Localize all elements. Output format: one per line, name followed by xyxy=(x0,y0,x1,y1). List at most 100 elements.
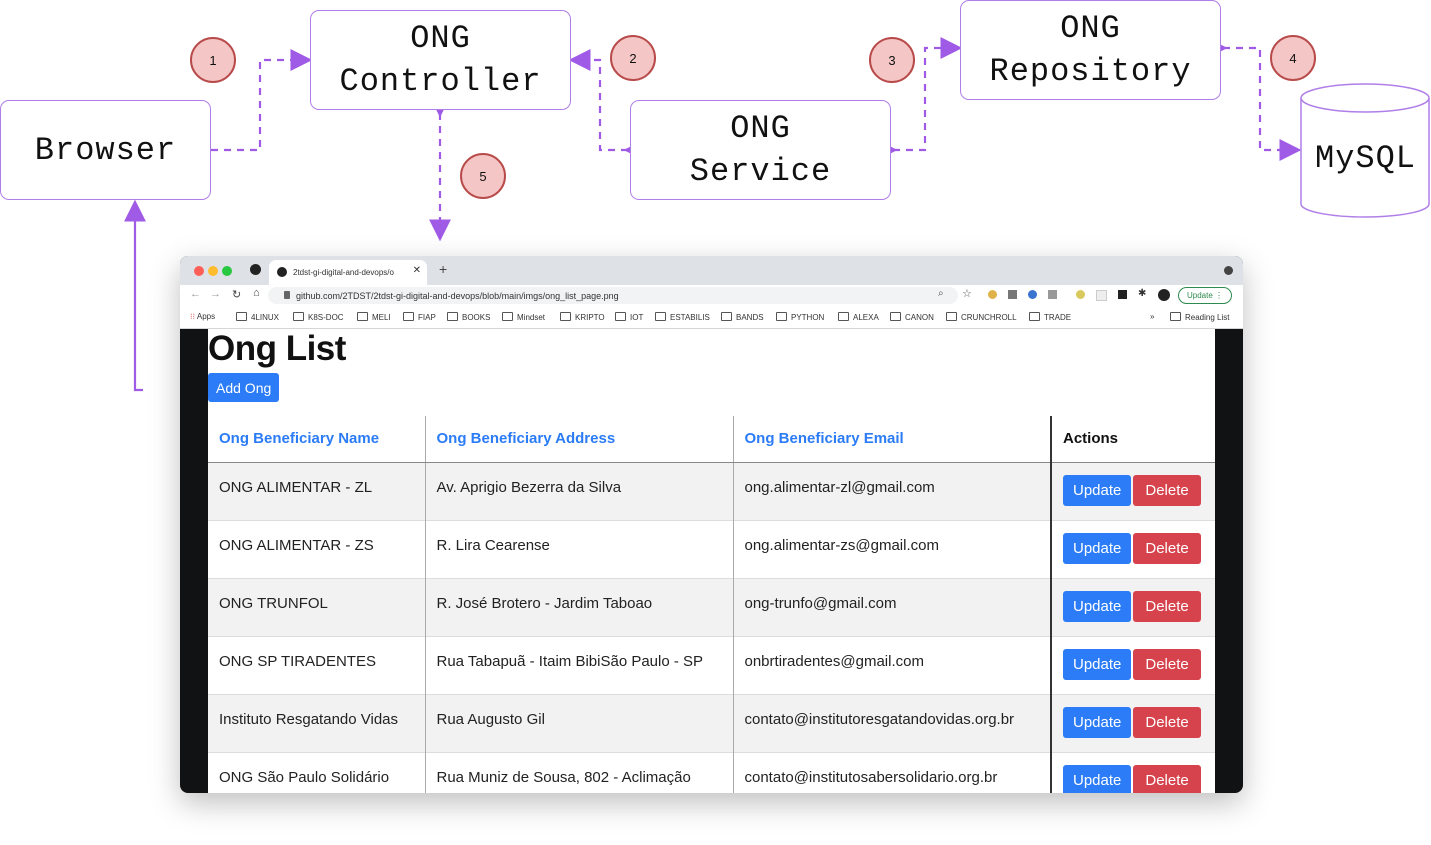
bookmark-item[interactable]: CANON xyxy=(890,312,934,322)
close-window-dot[interactable] xyxy=(194,266,204,276)
step-badge-3: 3 xyxy=(869,37,915,83)
update-button[interactable]: Update xyxy=(1063,590,1132,622)
close-tab-icon[interactable]: ✕ xyxy=(412,265,421,276)
folder-icon xyxy=(403,312,414,321)
minimize-window-dot[interactable] xyxy=(208,266,218,276)
extension-icon[interactable] xyxy=(1118,290,1127,299)
bookmark-item[interactable]: PYTHON xyxy=(776,312,824,322)
extension-icon[interactable] xyxy=(988,290,997,299)
folder-icon xyxy=(655,312,666,321)
ong-name-cell: ONG SP TIRADENTES xyxy=(208,635,426,694)
update-button[interactable]: Update xyxy=(1063,706,1132,738)
browser-window: 2tdst-gi-digital-and-devops/o ✕ + ← → ↻ … xyxy=(180,256,1243,793)
github-pinned-tab-icon[interactable] xyxy=(250,264,261,275)
address-bar[interactable]: github.com/2TDST/2tdst-gi-digital-and-de… xyxy=(268,287,958,304)
ong-email-cell: contato@institutosabersolidario.org.br xyxy=(733,751,1051,793)
column-header[interactable]: Ong Beneficiary Email xyxy=(733,416,1051,463)
update-button[interactable]: Update xyxy=(1063,474,1132,506)
step-badge-4: 4 xyxy=(1270,35,1316,81)
bookmark-item[interactable]: 4LINUX xyxy=(236,312,279,322)
chrome-update-label: Update xyxy=(1187,291,1213,300)
ong-address-cell: R. Lira Cearense xyxy=(425,519,734,578)
delete-button[interactable]: Delete xyxy=(1133,590,1201,622)
browser-node: Browser xyxy=(0,100,211,200)
bookmark-item[interactable]: TRADE xyxy=(1029,312,1071,322)
reading-list[interactable]: Reading List xyxy=(1170,312,1229,322)
back-icon[interactable]: ← xyxy=(190,288,201,300)
extension-icon[interactable] xyxy=(1048,290,1057,299)
update-button[interactable]: Update xyxy=(1063,764,1132,793)
bookmark-item[interactable]: KRIPTO xyxy=(560,312,605,322)
column-header[interactable]: Ong Beneficiary Name xyxy=(208,416,426,463)
add-ong-button[interactable]: Add Ong xyxy=(208,373,280,402)
arrow-view-to-browser xyxy=(124,199,146,392)
bookmark-item[interactable]: K8S-DOC xyxy=(293,312,344,322)
update-button[interactable]: Update xyxy=(1063,648,1132,680)
apps-grid-icon: ⁝⁝ xyxy=(190,312,196,321)
bookmark-item[interactable]: BANDS xyxy=(721,312,764,322)
tab-title: 2tdst-gi-digital-and-devops/o xyxy=(293,268,394,277)
bookmark-item[interactable]: BOOKS xyxy=(447,312,490,322)
ong-address-cell: Av. Aprigio Bezerra da Silva xyxy=(425,461,734,520)
delete-button[interactable]: Delete xyxy=(1133,474,1201,506)
ong-name-cell: Instituto Resgatando Vidas xyxy=(208,693,426,752)
folder-icon xyxy=(236,312,247,321)
folder-icon xyxy=(447,312,458,321)
puzzle-icon[interactable]: ✱ xyxy=(1138,288,1147,299)
ong-email-cell: ong-trunfo@gmail.com xyxy=(733,577,1051,636)
delete-button[interactable]: Delete xyxy=(1133,648,1201,680)
maximize-window-dot[interactable] xyxy=(222,266,232,276)
profile-avatar[interactable] xyxy=(1158,289,1170,301)
bookmark-item[interactable]: MELI xyxy=(357,312,391,322)
bookmark-item[interactable]: ALEXA xyxy=(838,312,879,322)
bookmark-item[interactable]: ESTABILIS xyxy=(655,312,710,322)
arrow-browser-to-controller xyxy=(211,49,313,152)
folder-icon xyxy=(293,312,304,321)
bookmarks-bar: ⁝⁝ Apps 4LINUX K8S-DOC MELI FIAP BOOKS M… xyxy=(180,306,1243,329)
bookmark-star-icon[interactable]: ☆ xyxy=(962,288,972,300)
step-badge-1: 1 xyxy=(190,37,236,83)
bookmark-item[interactable]: Mindset xyxy=(502,312,545,322)
bookmark-item[interactable]: FIAP xyxy=(403,312,436,322)
extension-icon[interactable] xyxy=(1076,290,1085,299)
chrome-update-button[interactable]: Update ⋮ xyxy=(1178,287,1233,304)
tab-search-icon[interactable] xyxy=(1224,266,1233,275)
delete-button[interactable]: Delete xyxy=(1133,532,1201,564)
ong-table: Ong Beneficiary Name Ong Beneficiary Add… xyxy=(208,416,1215,793)
new-tab-icon[interactable]: + xyxy=(439,261,448,277)
reload-icon[interactable]: ↻ xyxy=(232,289,242,301)
ong-name-cell: ONG ALIMENTAR - ZS xyxy=(208,519,426,578)
delete-button[interactable]: Delete xyxy=(1133,706,1201,738)
lock-icon xyxy=(284,291,290,299)
extension-icon[interactable] xyxy=(1028,290,1037,299)
extension-icon[interactable] xyxy=(1008,290,1017,299)
service-node: ONG Service xyxy=(630,100,891,200)
mysql-label: MySQL xyxy=(1314,140,1416,177)
ong-email-cell: ong.alimentar-zs@gmail.com xyxy=(733,519,1051,578)
home-icon[interactable]: ⌂ xyxy=(253,287,260,299)
url-text: github.com/2TDST/2tdst-gi-digital-and-de… xyxy=(296,290,619,301)
delete-button[interactable]: Delete xyxy=(1133,764,1201,793)
folder-icon xyxy=(721,312,732,321)
update-button[interactable]: Update xyxy=(1063,532,1132,564)
column-header[interactable]: Ong Beneficiary Address xyxy=(425,416,734,463)
active-tab[interactable]: 2tdst-gi-digital-and-devops/o ✕ xyxy=(269,260,427,285)
toolbar: ← → ↻ ⌂ github.com/2TDST/2tdst-gi-digita… xyxy=(180,285,1243,306)
forward-icon[interactable]: → xyxy=(210,288,221,300)
folder-icon xyxy=(560,312,571,321)
bookmark-item[interactable]: IOT xyxy=(615,312,643,322)
folder-icon xyxy=(1029,312,1040,321)
ong-list-page: Ong List Add Ong Ong Beneficiary Name On… xyxy=(208,329,1215,793)
folder-icon xyxy=(776,312,787,321)
ong-address-cell: Rua Tabapuã - Itaim BibiSão Paulo - SP xyxy=(425,635,734,694)
extension-icon[interactable] xyxy=(1096,290,1107,301)
bookmark-item[interactable]: CRUNCHROLL xyxy=(946,312,1017,322)
more-bookmarks-icon[interactable]: » xyxy=(1150,312,1155,321)
bookmark-apps[interactable]: ⁝⁝ Apps xyxy=(190,312,216,321)
zoom-icon[interactable]: ⌕ xyxy=(938,288,944,299)
